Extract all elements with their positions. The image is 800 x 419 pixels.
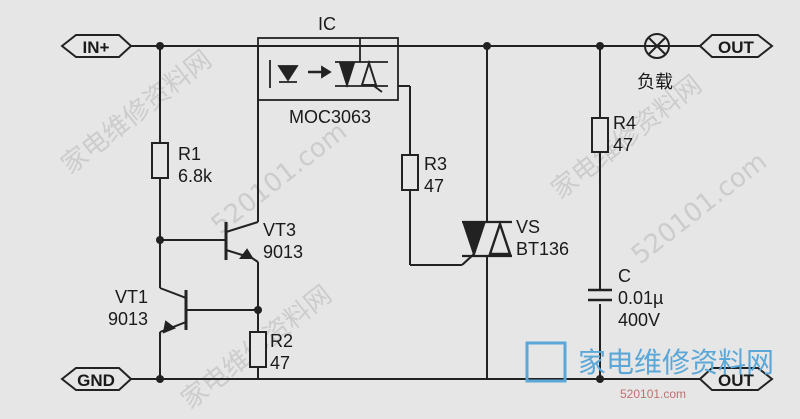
port-out-top-label: OUT (718, 38, 755, 57)
load-lamp-icon (644, 33, 670, 59)
load-label: 负载 (637, 72, 673, 92)
r2-name: R2 (270, 331, 293, 351)
r3-resistor (401, 154, 419, 191)
vs-value: BT136 (516, 239, 569, 259)
r1-resistor (151, 142, 169, 179)
junction-dot (596, 42, 604, 50)
ic-box (257, 37, 399, 101)
r4-value: 47 (613, 135, 633, 155)
r4-resistor (591, 117, 609, 153)
r3-value: 47 (424, 176, 444, 196)
junction-dot (596, 375, 604, 383)
ic-label: IC (318, 14, 336, 34)
vt3-transistor (224, 221, 259, 260)
vt1-transistor (159, 287, 188, 334)
port-out-top-tag (698, 34, 774, 58)
c-value: 0.01µ (618, 288, 663, 308)
vt3-value: 9013 (263, 242, 303, 262)
junction-dot (156, 375, 164, 383)
r1-name: R1 (178, 144, 201, 164)
brand-logo-icon (525, 341, 567, 383)
vs-triac (461, 220, 512, 266)
capacitor-symbol (588, 288, 612, 302)
vt1-name: VT1 (115, 287, 148, 307)
r1-value: 6.8k (178, 166, 213, 186)
port-gnd-label: GND (77, 371, 115, 390)
ic-part-label: MOC3063 (289, 107, 371, 127)
r2-value: 47 (270, 353, 290, 373)
ic-internals (269, 38, 388, 93)
junction-dot (156, 236, 164, 244)
brand-url: 520101.com (620, 387, 686, 401)
vt1-value: 9013 (108, 309, 148, 329)
junction-dot (483, 42, 491, 50)
port-in-plus-tag (60, 34, 133, 58)
r2-resistor (249, 331, 267, 368)
port-out-bottom-label: OUT (718, 371, 755, 390)
r4-name: R4 (613, 113, 636, 133)
c-voltage: 400V (618, 310, 660, 330)
vs-name: VS (516, 217, 540, 237)
junction-dot (156, 42, 164, 50)
brand-watermark: 家电维修资料网 520101.com (525, 341, 774, 401)
port-gnd-tag (60, 367, 133, 391)
r3-name: R3 (424, 154, 447, 174)
junction-dot (254, 306, 262, 314)
c-name: C (618, 266, 631, 286)
port-in-plus-label: IN+ (83, 38, 110, 57)
vt3-name: VT3 (263, 220, 296, 240)
brand-text: 家电维修资料网 (578, 346, 774, 379)
port-out-bottom-tag (698, 367, 774, 391)
